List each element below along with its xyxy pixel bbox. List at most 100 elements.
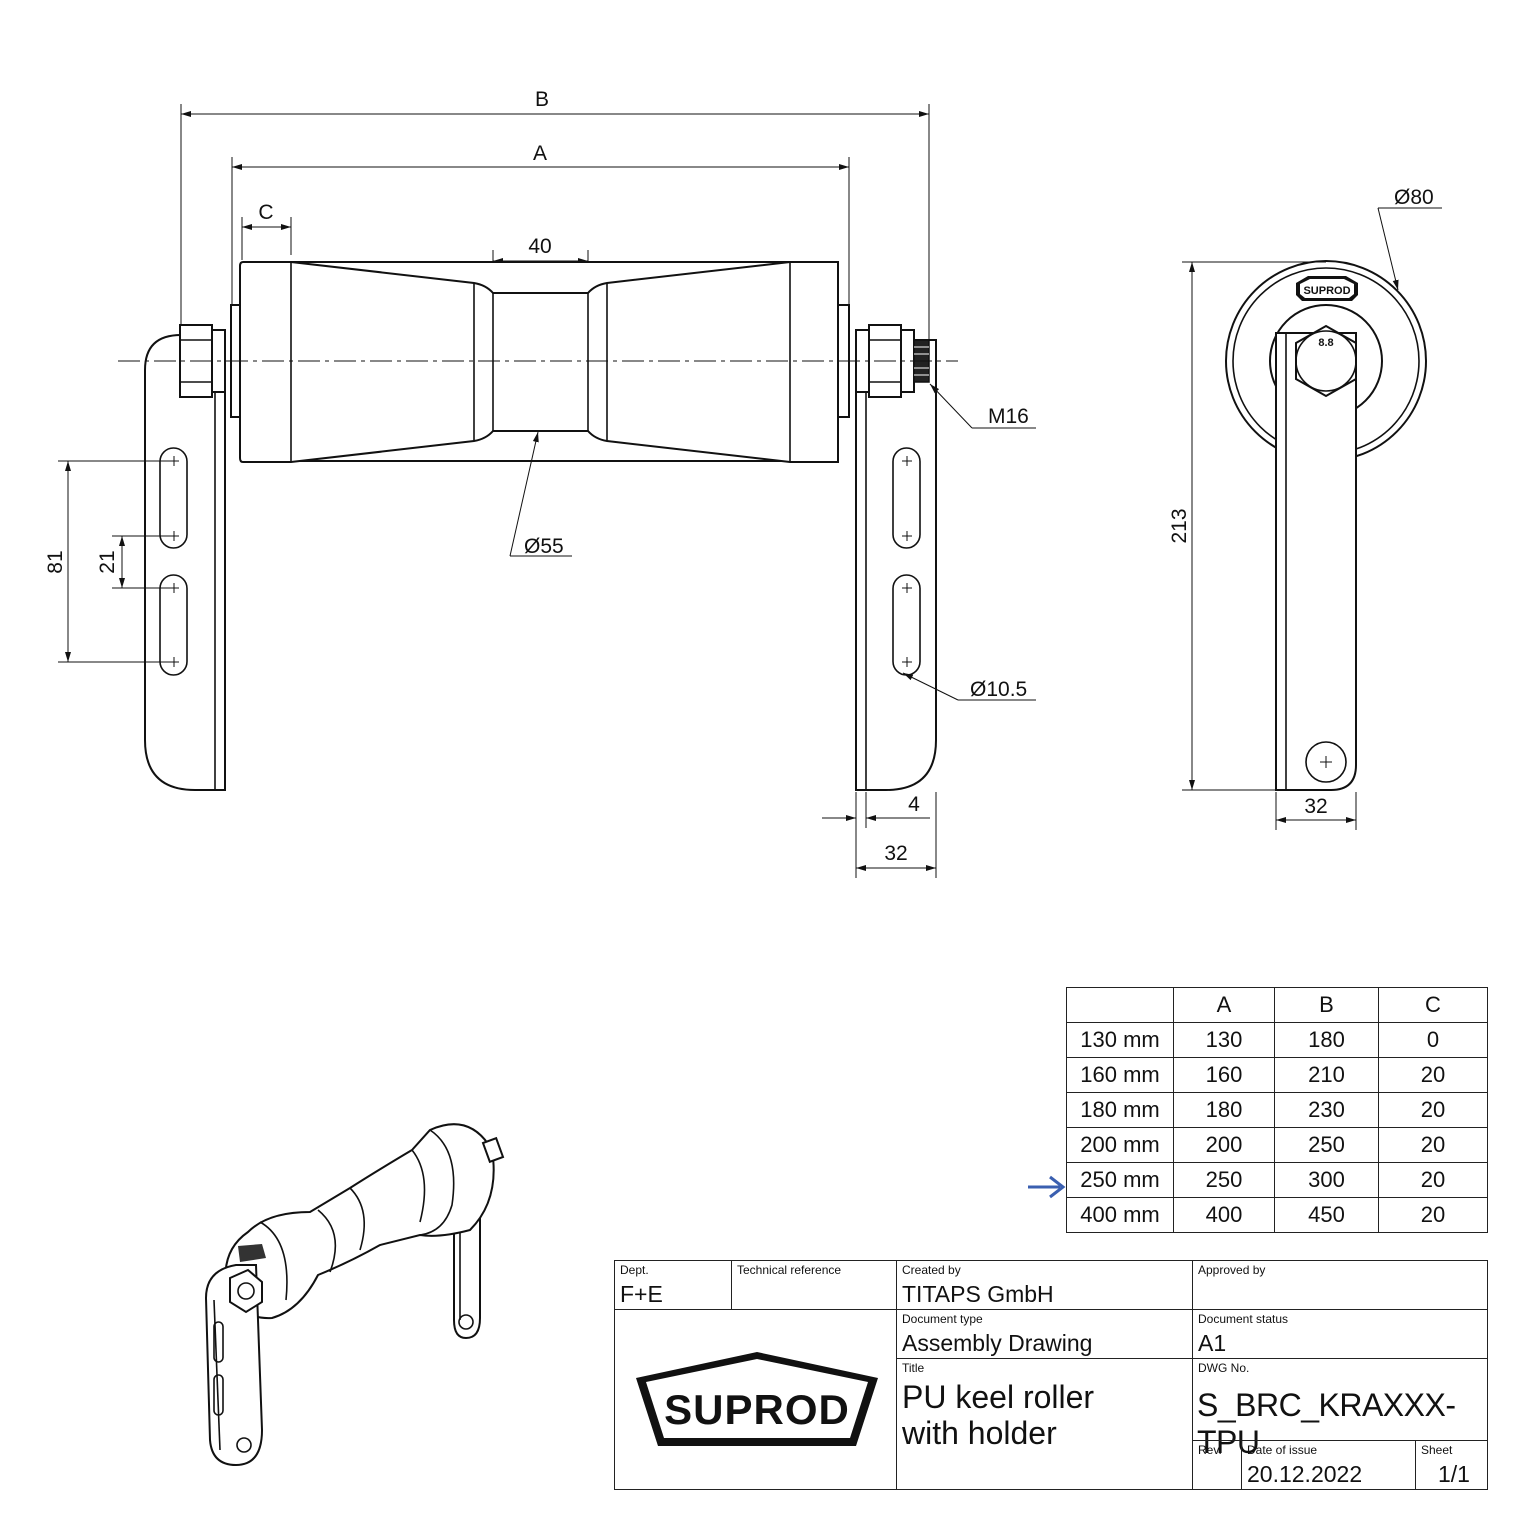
table-cell: 180 [1173,1092,1275,1128]
table-cell: 20 [1378,1092,1488,1128]
date-label: Date of issue [1247,1443,1318,1457]
table-cell: 20 [1378,1127,1488,1163]
table-header-cell: C [1378,987,1488,1023]
table-cell: 180 mm [1066,1092,1174,1128]
rev-cell: Rev. [1192,1440,1242,1490]
table-cell: 20 [1378,1057,1488,1093]
status-label: Document status [1198,1312,1289,1326]
dept-label: Dept. [620,1263,649,1277]
table-cell: 250 mm [1066,1162,1174,1198]
table-cell: 200 mm [1066,1127,1174,1163]
table-cell: 0 [1378,1022,1488,1058]
table-row: 180 mm 180 230 20 [1066,1092,1488,1128]
rev-label: Rev. [1198,1443,1222,1457]
isometric-view [204,1123,505,1467]
table-cell: 400 mm [1066,1197,1174,1233]
table-cell: 400 [1173,1197,1275,1233]
table-header-cell: B [1274,987,1379,1023]
table-cell: 450 [1274,1197,1379,1233]
dept-cell: Dept. F+E [614,1260,732,1310]
dimension-table: A B C 130 mm 130 180 0 160 mm 160 210 20… [1066,987,1488,1233]
table-row: 130 mm 130 180 0 [1066,1022,1488,1058]
doctype-label: Document type [902,1312,983,1326]
doctype-cell: Document type Assembly Drawing [896,1309,1193,1359]
dept-value: F+E [620,1281,663,1307]
sheet-cell: Sheet 1/1 [1415,1440,1488,1490]
status-value: A1 [1198,1330,1227,1356]
title-line2: with holder [902,1415,1057,1451]
side-dim-32-label: 32 [1304,795,1327,818]
dim-d10-5-label: Ø10.5 [970,678,1027,701]
table-header-cell: A [1173,987,1275,1023]
dim-21-label: 21 [96,550,119,573]
table-cell: 20 [1378,1162,1488,1198]
right-bracket [855,339,937,791]
dwg-cell: DWG No. S_BRC_KRAXXX-TPU [1192,1358,1488,1460]
title-line1: PU keel roller [902,1379,1095,1415]
table-cell: 210 [1274,1057,1379,1093]
approved-cell: Approved by [1192,1260,1488,1310]
left-bracket [144,334,226,791]
dwg-label: DWG No. [1198,1361,1250,1375]
techref-cell: Technical reference [731,1260,897,1310]
doctype-value: Assembly Drawing [902,1330,1093,1356]
title-block: Dept. F+E Technical reference Created by… [614,1260,1488,1490]
table-cell: 130 [1173,1022,1275,1058]
date-cell: Date of issue 20.12.2022 [1241,1440,1416,1490]
dim-32-label: 32 [884,842,907,865]
table-row: 400 mm 400 450 20 [1066,1197,1488,1233]
created-cell: Created by TITAPS GmbH [896,1260,1193,1310]
side-arm [1275,332,1357,791]
dim-213-label: 213 [1168,508,1191,543]
sheet-value: 1/1 [1438,1461,1470,1487]
dim-81-label: 81 [44,550,67,573]
dim-4-label: 4 [908,793,920,816]
table-header-cell [1066,987,1174,1023]
dim-m16-label: M16 [988,405,1029,428]
keel-roller [239,261,839,463]
approved-label: Approved by [1198,1263,1266,1277]
title-block-logo: SUPROD [636,1352,878,1446]
right-slot-upper [892,447,921,549]
table-cell: 160 [1173,1057,1275,1093]
table-row: 160 mm 160 210 20 [1066,1057,1488,1093]
hex-nut [1295,324,1357,398]
table-row-highlighted: 250 mm 250 300 20 [1066,1162,1488,1198]
iso-left-nut [229,1268,263,1314]
left-slot-lower [159,574,188,676]
created-value: TITAPS GmbH [902,1281,1054,1307]
table-cell: 300 [1274,1162,1379,1198]
table-cell: 250 [1274,1127,1379,1163]
table-cell: 130 mm [1066,1022,1174,1058]
table-cell: 180 [1274,1022,1379,1058]
dwg-value: S_BRC_KRAXXX-TPU [1197,1387,1456,1460]
title-cell: Title PU keel roller with holder [896,1358,1193,1490]
date-value: 20.12.2022 [1247,1461,1363,1487]
logo-cell [614,1309,897,1490]
bolt-grade-text: 8.8 [1318,337,1333,349]
dim-d80-label: Ø80 [1394,186,1434,209]
dim-d55-label: Ø55 [524,535,564,558]
dim-a-label: A [533,142,547,165]
status-cell: Document status A1 [1192,1309,1488,1359]
dim-b-label: B [535,88,549,111]
table-header-row: A B C [1066,987,1488,1023]
title-logo-text: SUPROD [664,1386,850,1433]
table-cell: 20 [1378,1197,1488,1233]
side-logo-text: SUPROD [1303,285,1350,297]
dim-40-label: 40 [528,235,551,258]
front-view: B A C 40 [44,88,1036,878]
techref-label: Technical reference [737,1263,842,1277]
title-label: Title [902,1361,925,1375]
table-cell: 250 [1173,1162,1275,1198]
created-label: Created by [902,1263,961,1277]
side-view: 8.8 SUPROD 213 32 Ø80 [1168,186,1442,830]
left-slot-upper [159,447,188,549]
table-row: 200 mm 200 250 20 [1066,1127,1488,1163]
table-cell: 160 mm [1066,1057,1174,1093]
sheet-label: Sheet [1421,1443,1453,1457]
selected-row-arrow-icon [1028,1175,1066,1199]
table-cell: 200 [1173,1127,1275,1163]
dim-c-label: C [258,201,273,224]
